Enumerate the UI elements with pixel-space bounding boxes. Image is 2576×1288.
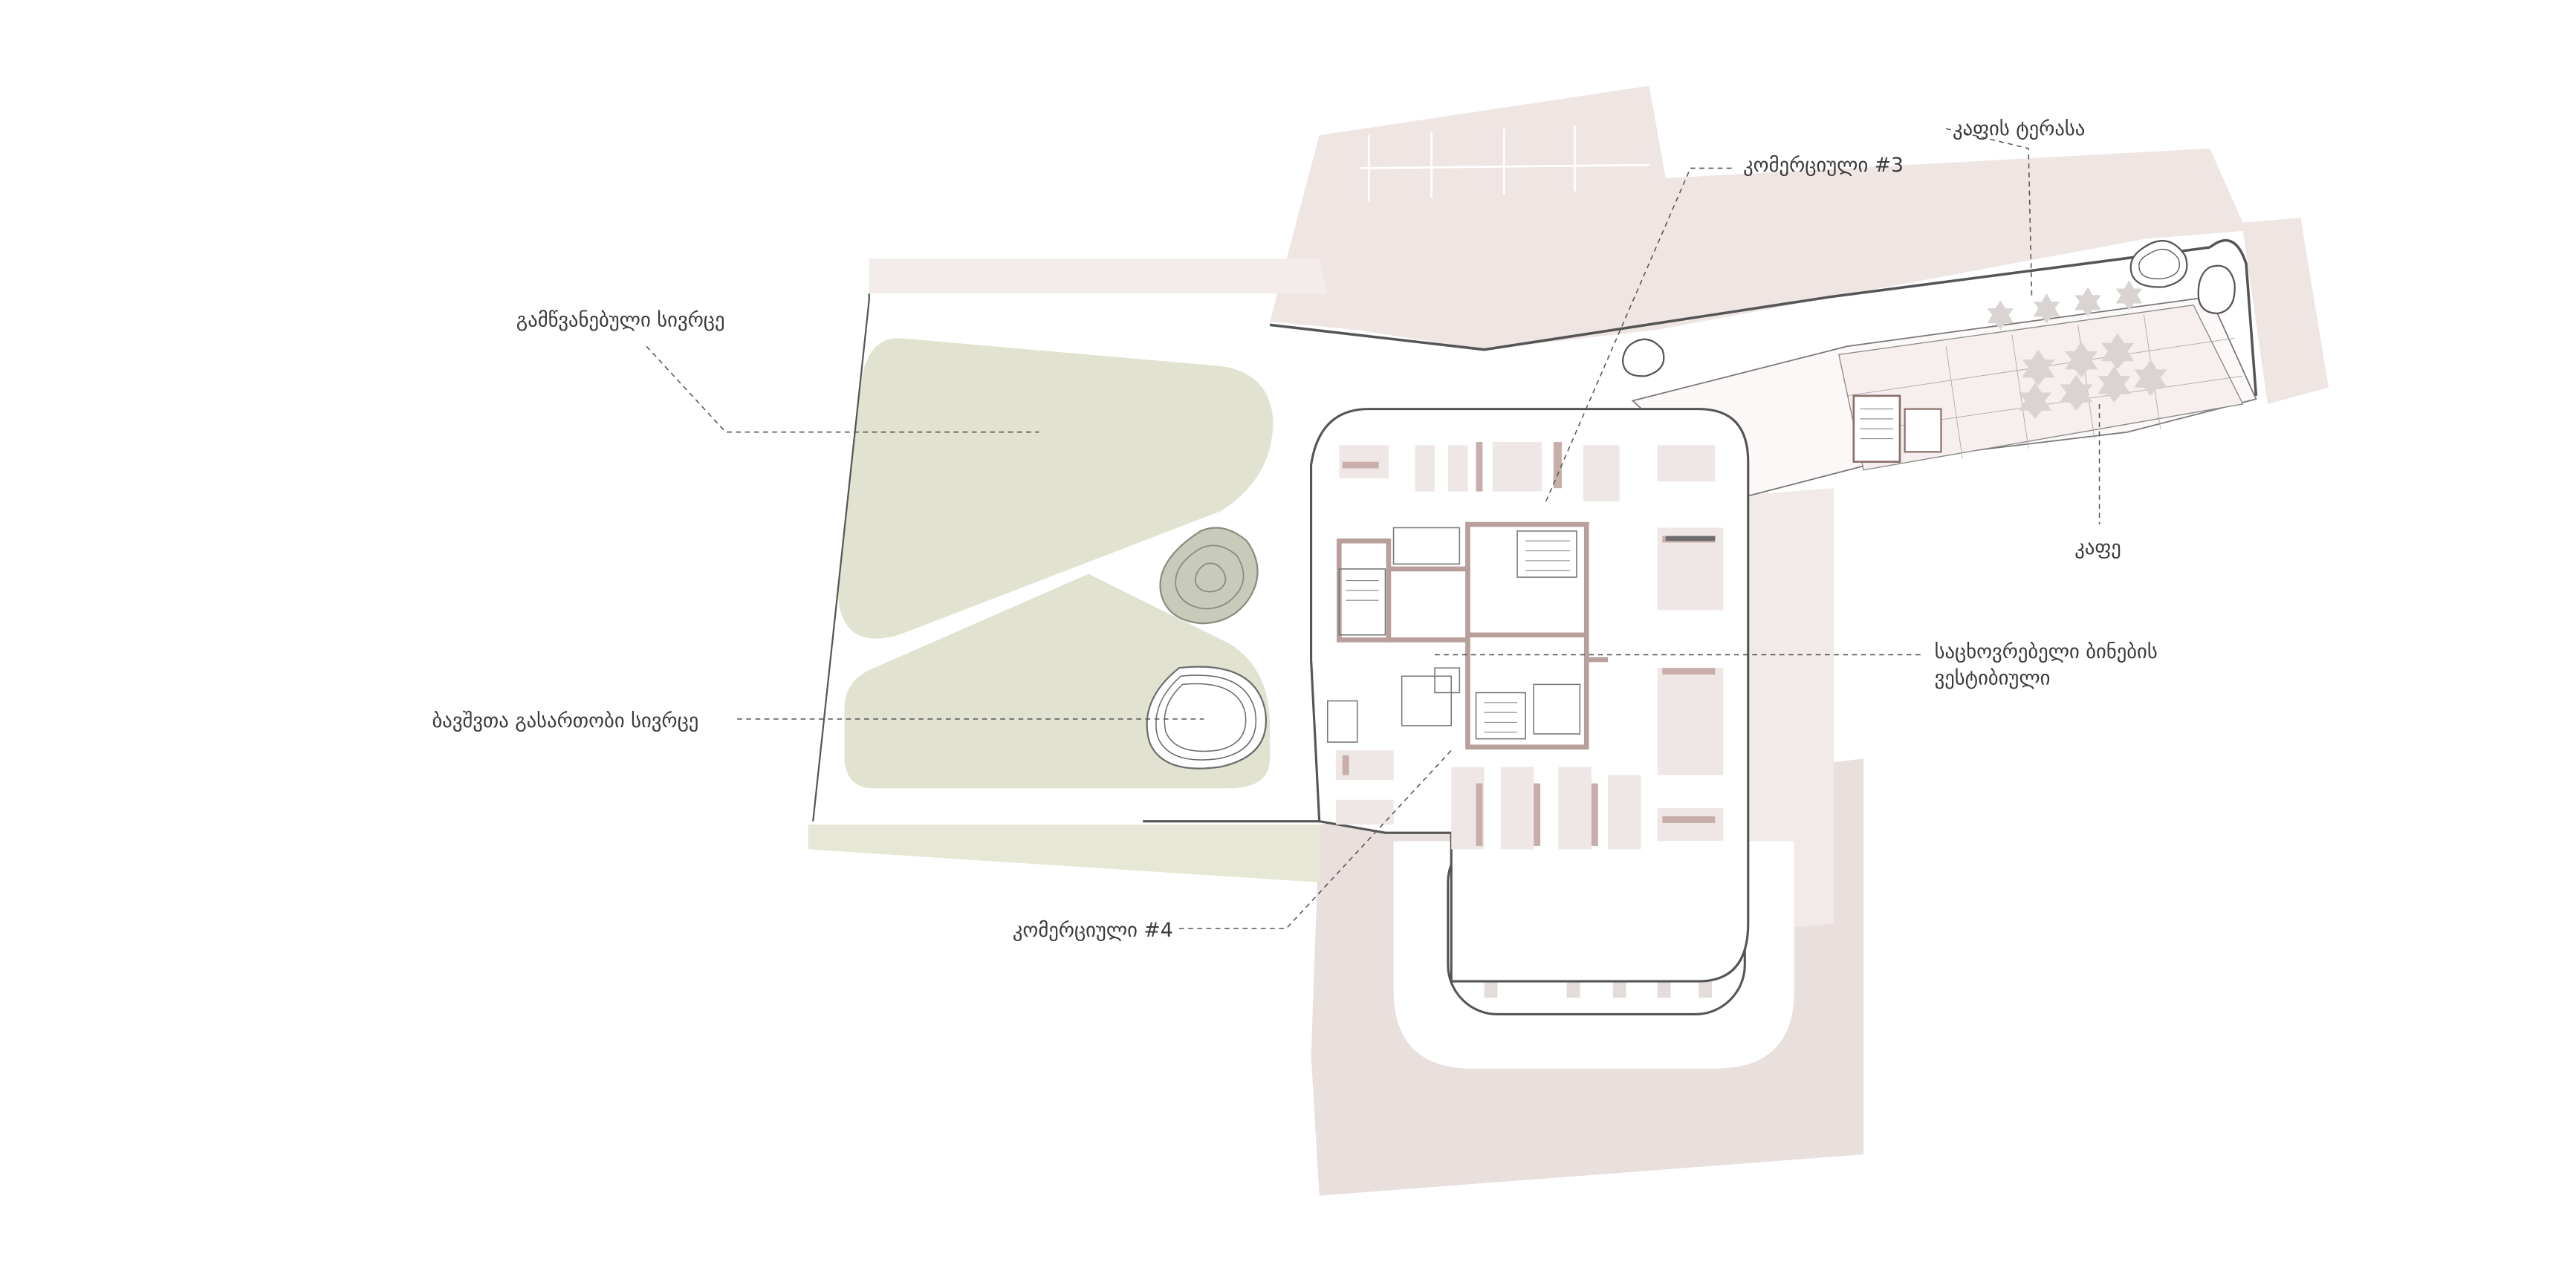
label-residential-lobby-line2: ვესტიბიული [1935,666,2051,689]
north-sidewalk [869,258,1328,294]
terrace-planter-2 [2197,264,2236,314]
label-cafe-terrace: კაფის ტერასა [1953,117,2085,140]
parking-stalls [1360,125,1649,201]
label-residential-lobby-line1: საცხოვრებელი ბინების [1935,640,2158,663]
east-paving [1748,488,1834,932]
main-building [1310,408,1750,1015]
label-commercial-4: კომერციული #4 [1013,919,1173,942]
label-green-space: გამწვანებული სივრცე [516,309,725,332]
label-commercial-3: კომერციული #3 [1743,154,1904,177]
lawn-strip-south [808,824,1320,882]
landscape [808,338,1320,882]
annotations: გამწვანებული სივრცე კომერციული #3 კაფის … [432,117,2158,942]
site-boundary [812,238,2258,823]
label-playground: ბავშვთა გასართობი სივრცე [432,709,699,732]
lawn-green-space [837,338,1274,639]
cafe-tables [1987,280,2167,419]
cafe-wing [1621,240,2257,499]
core-walls [1336,521,1609,750]
terrace-planter-3 [1621,338,1665,377]
landscape-mound [1159,527,1259,625]
playground-oval [1146,666,1267,770]
label-cafe: კაფე [2074,536,2121,559]
